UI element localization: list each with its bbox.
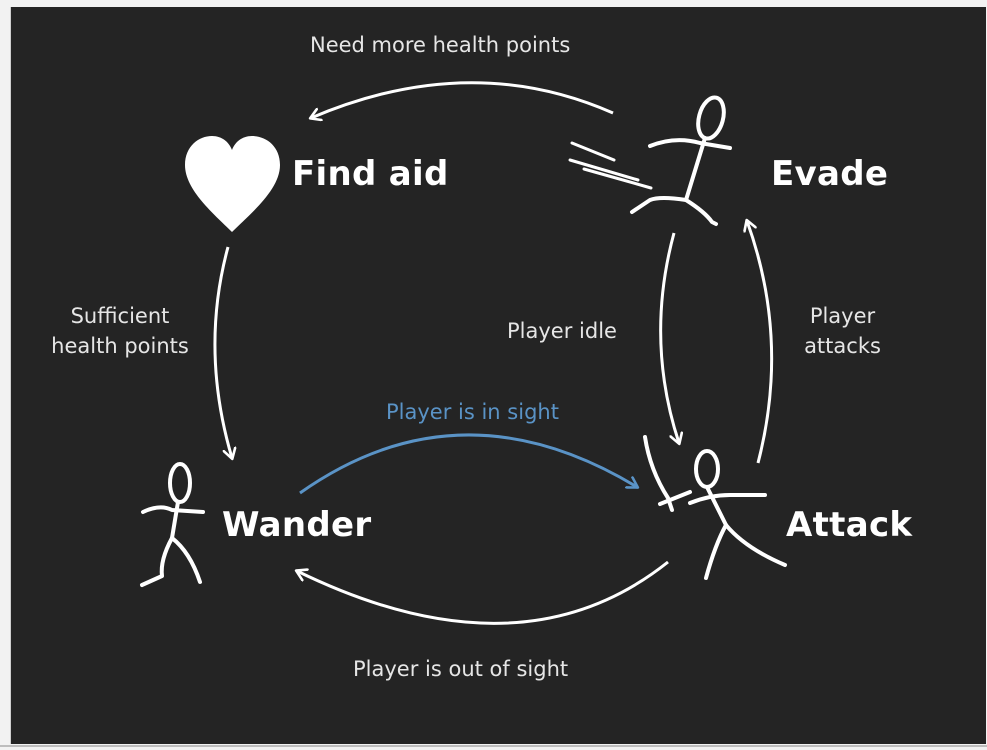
heart-icon <box>185 136 280 232</box>
arrow-evade-to-find-aid <box>311 81 614 118</box>
arrow-attack-to-evade <box>747 221 774 464</box>
edge-label-line: attacks <box>804 334 881 358</box>
bottom-border <box>0 745 987 747</box>
edge-label-player-out-of-sight: Player is out of sight <box>353 657 569 681</box>
state-label-find-aid: Find aid <box>292 154 449 194</box>
arrow-wander-to-attack <box>299 433 637 495</box>
arrow-attack-to-wander <box>297 560 669 625</box>
edge-label-line: health points <box>51 334 189 358</box>
sword-stick-figure-icon <box>643 435 787 580</box>
walking-stick-figure-icon <box>140 462 205 587</box>
arrow-evade-to-attack <box>659 232 679 443</box>
state-label-wander: Wander <box>222 505 372 545</box>
running-stick-figure-icon <box>568 95 732 226</box>
arrow-find-aid-to-wander <box>213 246 232 458</box>
edge-label-need-more-health: Need more health points <box>310 33 571 57</box>
diagram-canvas <box>10 7 986 744</box>
edge-label-line: Player <box>809 304 876 328</box>
state-label-attack: Attack <box>786 505 913 545</box>
edge-label-player-idle: Player idle <box>507 319 617 343</box>
state-label-evade: Evade <box>771 154 889 194</box>
edge-label-sufficient-health: Sufficient health points <box>40 301 200 361</box>
edge-label-player-in-sight: Player is in sight <box>386 400 559 424</box>
edge-label-line: Sufficient <box>70 304 170 328</box>
edge-label-player-attacks: Player attacks <box>795 301 890 361</box>
